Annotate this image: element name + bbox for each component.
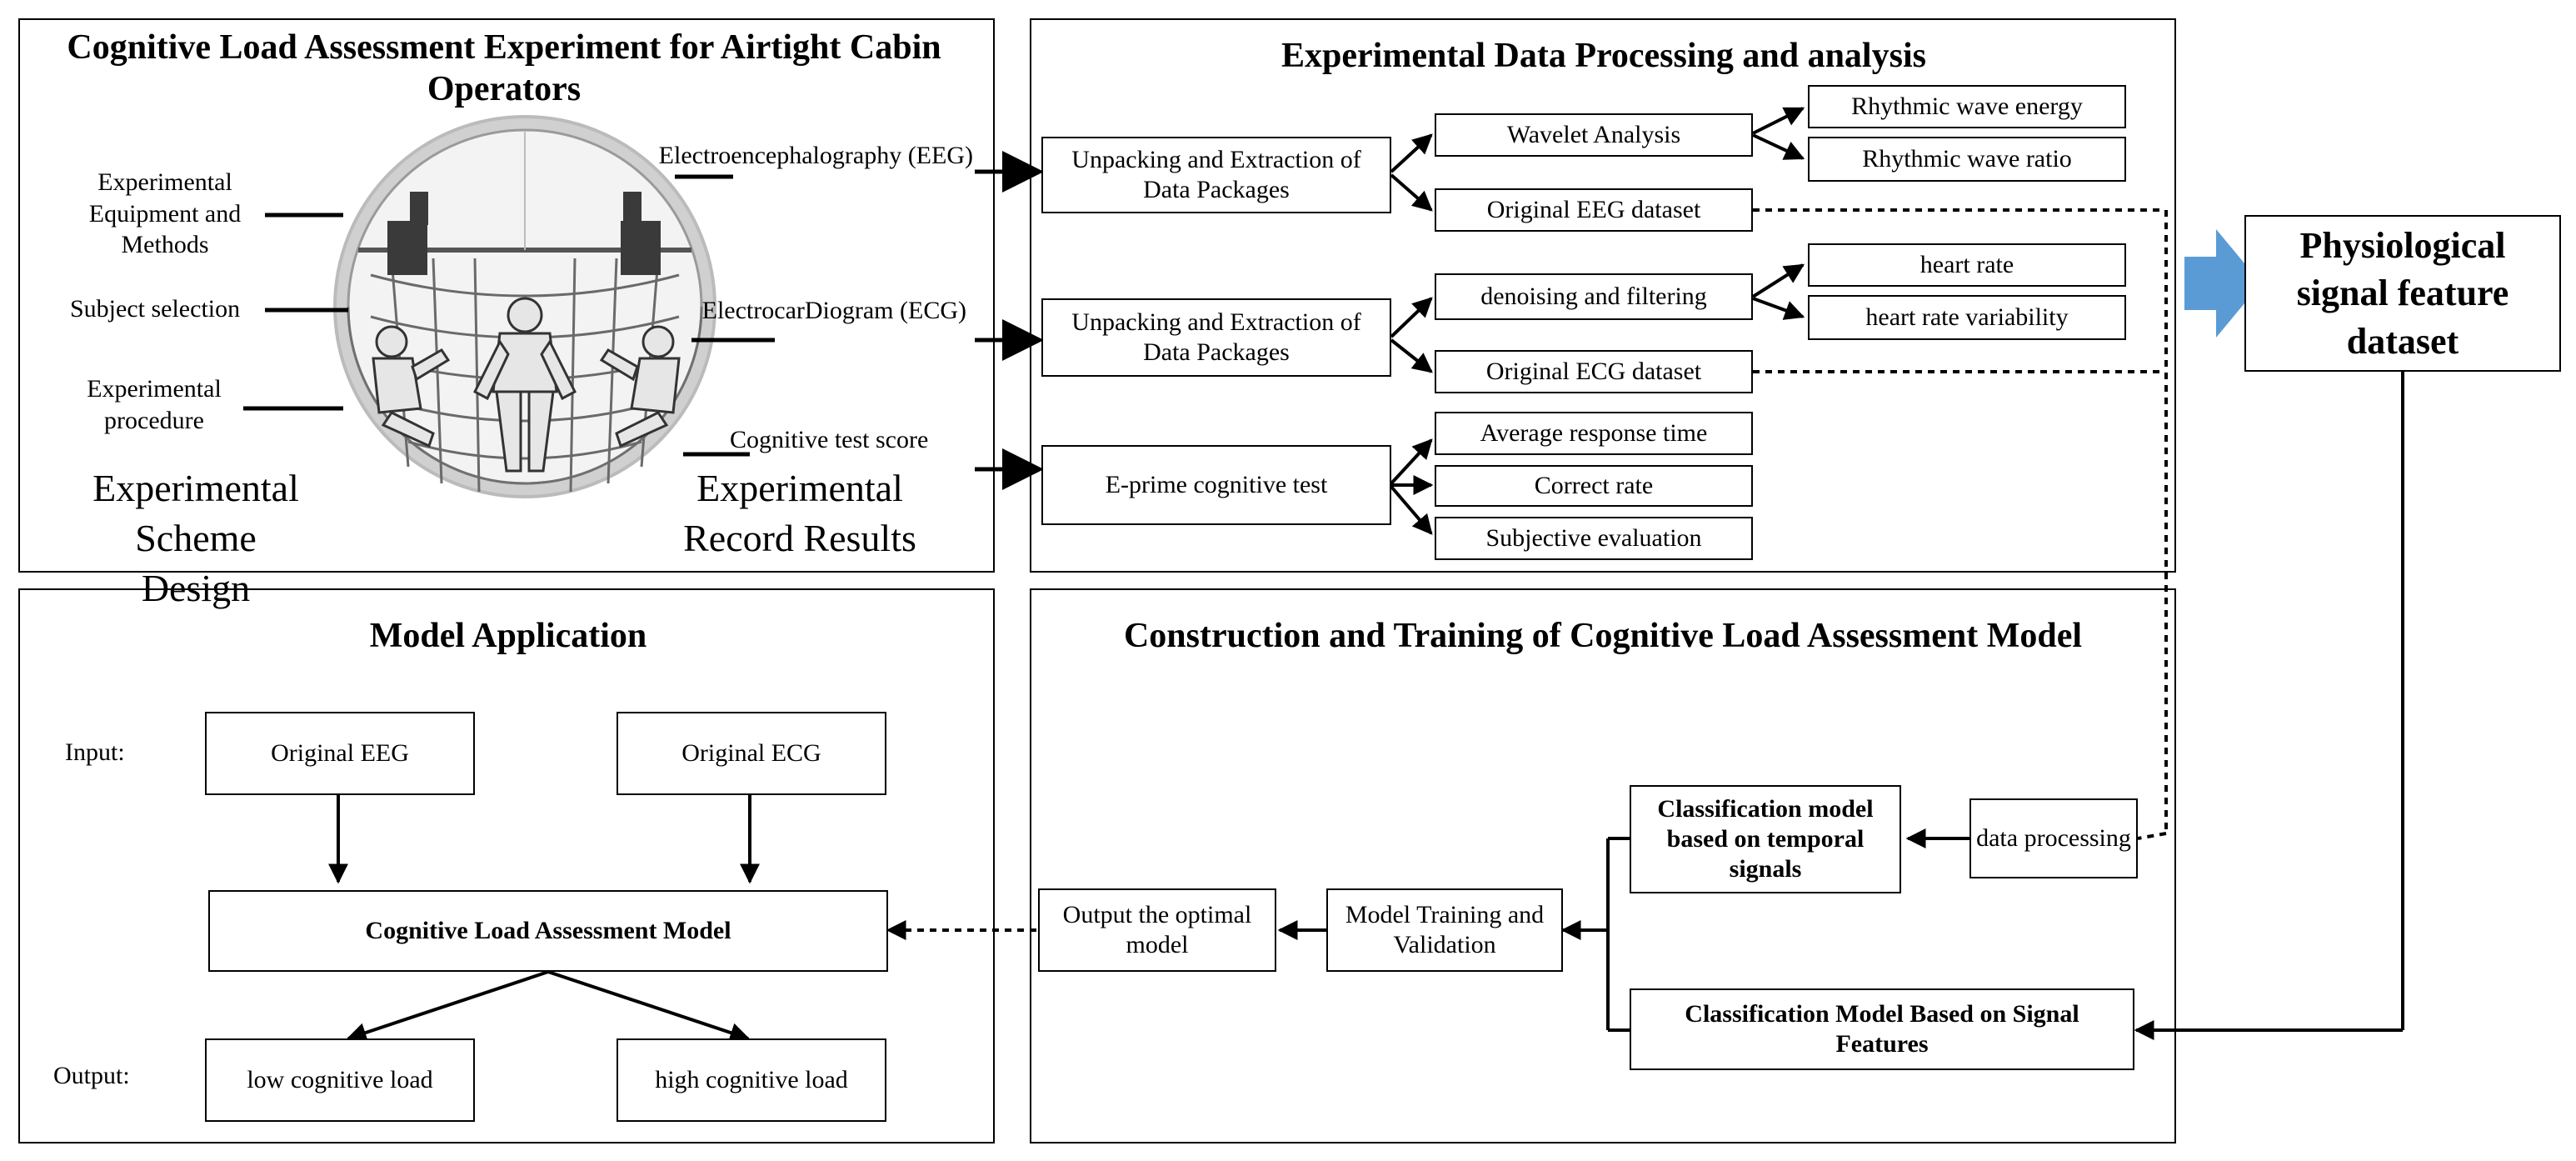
output-label: Output:	[53, 1062, 130, 1089]
original-ecg-dataset-box: Original ECG dataset	[1435, 350, 1753, 393]
input-label: Input:	[65, 738, 125, 766]
label-cognitive-test-score: Cognitive test score	[730, 426, 929, 453]
heart-rate-box: heart rate	[1808, 243, 2126, 287]
data-processing-box: data processing	[1969, 798, 2138, 878]
rhythmic-wave-energy-box: Rhythmic wave energy	[1808, 85, 2126, 128]
model-training-box: Model Training and Validation	[1326, 888, 1563, 972]
output-optimal-model-box: Output the optimal model	[1038, 888, 1276, 972]
wavelet-analysis-box: Wavelet Analysis	[1435, 113, 1753, 157]
feature-classification-box: Classification Model Based on Signal Fea…	[1630, 988, 2134, 1070]
cognitive-load-model-box: Cognitive Load Assessment Model	[208, 890, 888, 972]
denoising-filtering-box: denoising and filtering	[1435, 273, 1753, 320]
label-ecg: ElectrocarDiogram (ECG)	[701, 297, 966, 324]
processing-title: Experimental Data Processing and analysi…	[1281, 37, 1926, 75]
experiment-title: Cognitive Load Assessment Experiment for…	[67, 28, 941, 109]
label-experimental-procedure: Experimental procedure	[87, 375, 222, 434]
low-cognitive-load-box: low cognitive load	[205, 1038, 475, 1122]
high-cognitive-load-box: high cognitive load	[617, 1038, 886, 1122]
unpack-eeg-box: Unpacking and Extraction of Data Package…	[1041, 137, 1391, 213]
average-response-time-box: Average response time	[1435, 412, 1753, 455]
feature-dataset-box: Physiological signal feature dataset	[2244, 215, 2561, 372]
scheme-design-label: Experimental Scheme Design	[92, 467, 299, 609]
rhythmic-wave-ratio-box: Rhythmic wave ratio	[1808, 137, 2126, 182]
label-equipment-methods: Experimental Equipment and Methods	[88, 168, 242, 258]
subjective-evaluation-box: Subjective evaluation	[1435, 517, 1753, 560]
unpack-ecg-box: Unpacking and Extraction of Data Package…	[1041, 298, 1391, 377]
model-application-title: Model Application	[369, 617, 647, 655]
label-subject-selection: Subject selection	[70, 295, 241, 323]
construction-title: Construction and Training of Cognitive L…	[1123, 617, 2083, 655]
eprime-test-box: E-prime cognitive test	[1041, 445, 1391, 525]
temporal-classification-box: Classification model based on temporal s…	[1630, 785, 1901, 893]
original-ecg-input-box: Original ECG	[617, 712, 886, 795]
correct-rate-box: Correct rate	[1435, 465, 1753, 507]
record-results-label: Experimental Record Results	[683, 467, 916, 559]
heart-rate-variability-box: heart rate variability	[1808, 295, 2126, 340]
big-arrow-icon	[2184, 229, 2261, 338]
original-eeg-dataset-box: Original EEG dataset	[1435, 188, 1753, 232]
original-eeg-input-box: Original EEG	[205, 712, 475, 795]
label-eeg: Electroencephalography (EEG)	[658, 142, 973, 169]
